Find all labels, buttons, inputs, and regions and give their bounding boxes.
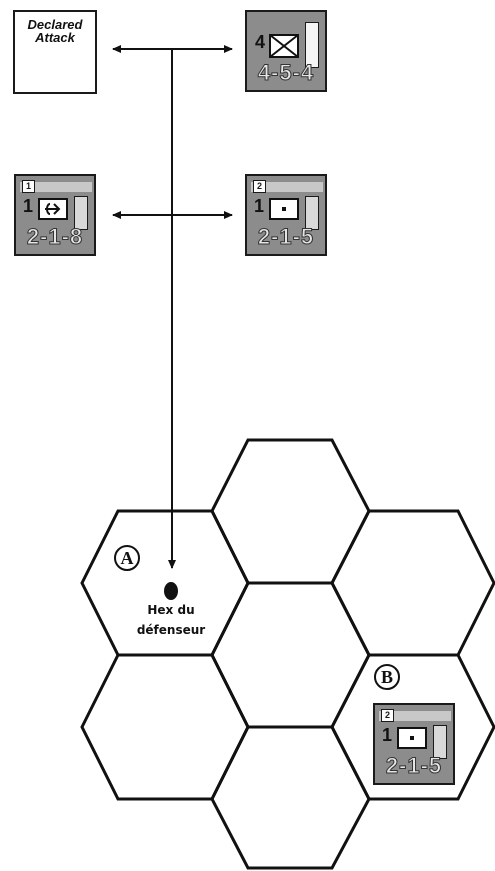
counter-id-tag: 2 [253,180,266,193]
unit-dot-icon [397,727,427,749]
infantry-icon [269,34,299,58]
counter-strip [379,711,451,721]
declared-attack-line2: Attack [35,30,75,45]
counter-step-bar [433,725,447,759]
counter-hex-b-215: 2 1 2-1-5 [373,703,455,785]
hex-bottom [210,725,371,870]
counter-step-bar [305,22,319,68]
combat-factors: 2-1-5 [385,753,443,779]
unit-size-label: 1 [23,196,34,216]
declared-attack-marker: Declared Attack [13,10,97,94]
unit-dot-icon [269,198,299,220]
unit-size-label: 4 [255,32,266,52]
counter-strip [20,182,92,192]
counter-215: 2 1 2-1-5 [245,174,327,256]
combat-factors: 2-1-8 [26,224,84,250]
hex-grid [80,438,495,870]
counter-strip [251,182,323,192]
unit-size-label: 1 [254,196,265,216]
defender-hex-label-line2: défenseur [136,623,206,637]
label-b: B [374,664,400,690]
label-a: A [114,545,140,571]
hex-top [210,438,371,585]
recon-icon [38,198,68,220]
combat-factors: 4-5-4 [257,60,315,86]
counter-step-bar [74,196,88,230]
counter-218: 1 1 2-1-8 [14,174,96,256]
declared-attack-line1: Declared [27,17,83,32]
defender-hex-label-line1: Hex du [147,603,195,617]
counter-id-tag: 2 [381,709,394,722]
defender-dot [164,582,178,600]
counter-step-bar [305,196,319,230]
declared-attack-title: Declared Attack [19,18,91,44]
counter-454: 4 4-5-4 [245,10,327,92]
unit-size-label: 1 [382,725,393,745]
combat-factors: 2-1-5 [257,224,315,250]
counter-id-tag: 1 [22,180,35,193]
